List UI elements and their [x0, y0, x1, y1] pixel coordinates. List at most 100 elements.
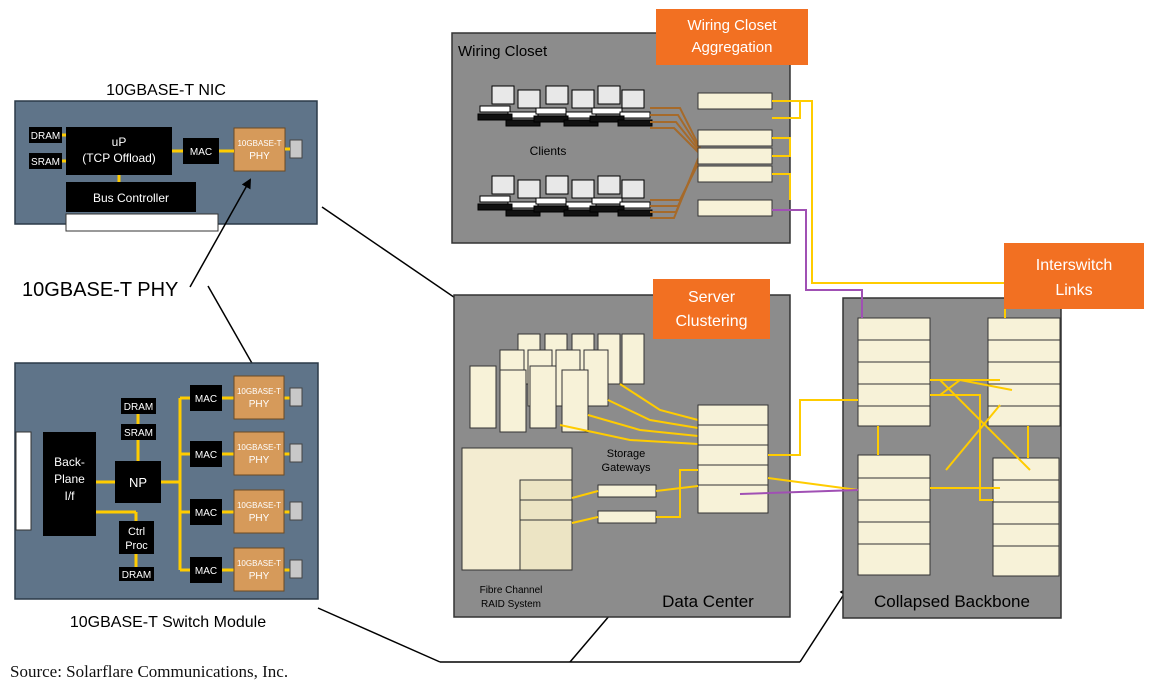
- nic-bus-controller: [66, 182, 196, 212]
- nic-sram-chip: [29, 153, 62, 169]
- nic-up-label: uP: [112, 135, 127, 149]
- nic-dram-chip: [29, 127, 62, 143]
- wca-label-1: Wiring Closet: [687, 17, 777, 34]
- switch-phy-label-1: 10GBASE-T: [237, 559, 281, 568]
- phy-arrow-to-switch: [207, 285, 258, 374]
- backbone-chassis-slots: [858, 339, 1060, 547]
- switch-phy-label-1: 10GBASE-T: [237, 443, 281, 452]
- switch-phy-label-2: PHY: [249, 399, 270, 410]
- switch-back-label-2: Plane: [54, 472, 85, 486]
- switch-module-title: 10GBASE-T Switch Module: [70, 614, 266, 631]
- collapsed-backbone-label: Collapsed Backbone: [874, 592, 1030, 611]
- switch-phy-2: [233, 431, 285, 476]
- switch-dram-chip: [121, 398, 156, 414]
- storage-cables: [571, 469, 699, 524]
- data-center-label: Data Center: [662, 592, 754, 611]
- wca-box: [656, 9, 808, 65]
- switch-sram-label: SRAM: [124, 428, 153, 439]
- switch-dram2-label: DRAM: [122, 570, 151, 581]
- raid-system: [461, 447, 573, 571]
- phy-label: 10GBASE-T PHY: [22, 279, 178, 301]
- server-clustering-callout: Server Clustering: [653, 279, 770, 339]
- nic-mac-label: MAC: [190, 147, 212, 158]
- nic-sram-label: SRAM: [31, 157, 60, 168]
- switch-rj45-1: [289, 387, 303, 407]
- server-clustering-box: [653, 279, 770, 339]
- interswitch-links-callout: Interswitch Links: [1004, 243, 1144, 309]
- switch-sram-chip: [121, 424, 156, 440]
- switch-rj45-3: [289, 501, 303, 521]
- interswitch-label-1: Interswitch: [1036, 257, 1112, 274]
- wca-label-2: Aggregation: [692, 39, 773, 56]
- switch-port-3: MAC 10GBASE-T PHY: [190, 489, 303, 534]
- switch-ctrl-label-2: Proc: [125, 540, 148, 552]
- clients-label: Clients: [530, 144, 567, 158]
- closet-switch-3: [697, 147, 773, 165]
- switch-mac-label: MAC: [195, 508, 217, 519]
- server-clustering-label-1: Server: [688, 289, 736, 306]
- backbone-chassis-3: [857, 454, 931, 576]
- server-cables: [559, 383, 699, 445]
- client-computers-bottom: [477, 175, 653, 217]
- switch-mac-4: [190, 557, 222, 583]
- closet-switch-4: [697, 165, 773, 183]
- server-clustering-label-2: Clustering: [675, 313, 747, 330]
- switch-port-1: MAC 10GBASE-T PHY: [190, 375, 303, 420]
- raid-label-2: RAID System: [481, 599, 541, 610]
- closet-switch-5: [697, 199, 773, 217]
- switch-mac-label: MAC: [195, 394, 217, 405]
- interswitch-links: [767, 100, 1031, 501]
- server-cluster: [469, 333, 645, 433]
- storage-gateways-label-2: Gateways: [602, 462, 651, 474]
- datacenter-core-switch: [697, 404, 769, 514]
- switch-phy-label-1: 10GBASE-T: [237, 387, 281, 396]
- switch-ctrl-proc: [119, 521, 154, 554]
- closet-switch-1: [697, 92, 773, 110]
- nic-mac: [183, 138, 219, 164]
- backbone-chassis: [857, 317, 1061, 577]
- switch-back-label-3: I/f: [64, 489, 75, 503]
- interswitch-label-2: Links: [1055, 282, 1092, 299]
- switch-ctrl-label-1: Ctrl: [128, 526, 145, 538]
- switch-dram2-chip: [119, 567, 154, 581]
- wiring-closet-label: Wiring Closet: [458, 43, 548, 60]
- switch-mac-3: [190, 499, 222, 525]
- switch-port-2: MAC 10GBASE-T PHY: [190, 431, 303, 476]
- switch-back-label-1: Back-: [54, 455, 85, 469]
- client-cables: [650, 107, 701, 219]
- nic-traces: [62, 133, 290, 182]
- switch-rj45-4: [289, 559, 303, 579]
- switch-phy-label-2: PHY: [249, 455, 270, 466]
- closet-switch-2: [697, 129, 773, 147]
- switch-backplane-if: [43, 432, 96, 536]
- switch-phy-label-1: 10GBASE-T: [237, 501, 281, 510]
- nic-tcp-label: (TCP Offload): [82, 151, 156, 165]
- backbone-chassis-2: [987, 317, 1061, 427]
- client-computers-top: [477, 85, 653, 127]
- nic-port: [289, 139, 303, 159]
- switch-backplane-connector: [15, 431, 32, 531]
- switch-np: [115, 461, 161, 503]
- source-credit: Source: Solarflare Communications, Inc.: [10, 662, 289, 681]
- nic-dram-label: DRAM: [31, 131, 60, 142]
- wiring-closet-switches: [697, 92, 773, 217]
- switch-mac-label: MAC: [195, 566, 217, 577]
- closet-uplinks: [772, 100, 801, 200]
- nic-processor: [66, 127, 172, 175]
- switch-phy-4: [233, 547, 285, 592]
- switch-phy-3: [233, 489, 285, 534]
- raid-label-1: Fibre Channel: [480, 585, 543, 596]
- nic-bus-label: Bus Controller: [93, 191, 169, 205]
- nic-phy-label-1: 10GBASE-T: [237, 139, 281, 148]
- switch-np-label: NP: [129, 475, 147, 490]
- wiring-closet-aggregation-callout: Wiring Closet Aggregation: [656, 9, 808, 65]
- switch-phy-1: [233, 375, 285, 420]
- nic-title: 10GBASE-T NIC: [106, 82, 226, 99]
- nic-bus-connector: [65, 213, 219, 232]
- backbone-chassis-4: [992, 457, 1060, 577]
- backbone-chassis-1: [857, 317, 931, 427]
- switch-mac-1: [190, 385, 222, 411]
- nic-phy-label-2: PHY: [249, 151, 270, 162]
- interswitch-box: [1004, 243, 1144, 309]
